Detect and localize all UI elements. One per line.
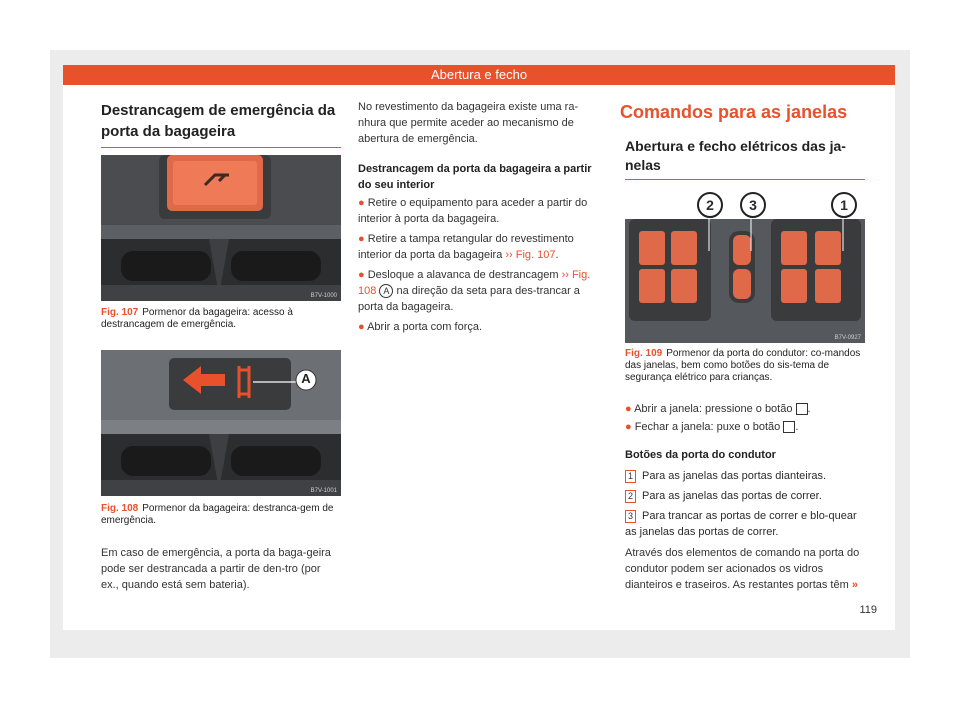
right-subheading: Botões da porta do condutor (625, 449, 776, 461)
figure-108-image: A B7V-1001 (101, 350, 341, 496)
item-number: 1 (625, 469, 636, 483)
right-bullet-1: ● Abrir a janela: pressione o botão . (625, 401, 865, 417)
left-heading: Destrancagem de emergência da porta da b… (101, 102, 336, 140)
bullet-after: . (807, 403, 811, 415)
item-text: Para trancar as portas de correr e blo-q… (625, 510, 857, 538)
figure-107-label: Fig. 107 (101, 307, 139, 318)
figure-109-text: Pormenor da porta do condutor: co-mandos… (625, 348, 861, 383)
callout-1: 1 (831, 192, 857, 218)
middle-bullet-1: ● Retire o equipamento para aceder a par… (358, 195, 600, 227)
item-text: Para as janelas das portas dianteiras. (642, 470, 827, 482)
middle-bullet-3: ● Desloque a alavanca de destrancagem ››… (358, 267, 600, 315)
bullet-text: Desloque a alavanca de destrancagem (367, 269, 559, 281)
bullet-text: Abrir a porta com força. (367, 321, 483, 333)
figure-109-code: B7V-0927 (834, 335, 861, 341)
middle-bullet-4: ● Abrir a porta com força. (358, 319, 600, 335)
middle-bullet-2: ● Retire a tampa retangular do revestime… (358, 231, 600, 263)
window-close-icon (783, 421, 796, 434)
fig-107-link[interactable]: ›› Fig. 107 (505, 249, 556, 261)
right-subtitle: Abertura e fecho elétricos das ja-nelas (625, 138, 846, 173)
bullet-dot: ● (358, 197, 368, 209)
figure-108-marker: A (301, 371, 311, 386)
right-paragraph-text: Através dos elementos de comando na port… (625, 547, 860, 591)
figure-107-image: B7V-1000 (101, 155, 341, 301)
list-item-1: 1 Para as janelas das portas dianteiras. (625, 468, 865, 484)
figure-107-code: B7V-1000 (310, 293, 337, 299)
middle-intro: No revestimento da bagageira existe uma … (358, 101, 579, 145)
figure-108-text: Pormenor da bagageira: destranca-gem de … (101, 503, 334, 526)
figure-108-code: B7V-1001 (310, 488, 337, 494)
bullet-after: . (555, 249, 559, 261)
bullet-dot: ● (625, 421, 635, 433)
right-subtitle-rule (625, 179, 865, 180)
bullet-dot: ● (625, 403, 635, 415)
figure-109-label: Fig. 109 (625, 348, 663, 359)
middle-subheading: Destrancagem da porta da bagageira a par… (358, 163, 592, 191)
callout-2: 2 (697, 192, 723, 218)
right-title: Comandos para as janelas (620, 102, 848, 122)
right-bullet-2: ● Fechar a janela: puxe o botão . (625, 419, 865, 435)
left-heading-rule (101, 147, 341, 148)
callout-3: 3 (740, 192, 766, 218)
bullet-dot: ● (358, 321, 368, 333)
marker-a: A (379, 284, 394, 298)
item-number: 3 (625, 509, 636, 523)
continue-marker: » (851, 579, 858, 591)
figure-107-text: Pormenor da bagageira: acesso à destranc… (101, 307, 293, 330)
bullet-text: Abrir a janela: pressione o botão (634, 403, 793, 415)
manual-page: Abertura e fecho Destrancagem de emergên… (63, 65, 895, 630)
window-open-icon (795, 403, 808, 416)
section-header: Abertura e fecho (63, 65, 895, 85)
bullet-text: Fechar a janela: puxe o botão (634, 421, 781, 433)
bullet-dot: ● (358, 233, 368, 245)
bullet-text: Retire o equipamento para aceder a parti… (358, 197, 588, 225)
bullet-after: na direção da seta para des-trancar a po… (358, 285, 580, 313)
item-number: 2 (625, 489, 636, 503)
left-paragraph: Em caso de emergência, a porta da baga-g… (101, 547, 331, 591)
fig-108-link[interactable]: ›› Fig. 108 (358, 269, 591, 297)
figure-109-image: 2 3 1 B7V-0927 (625, 189, 865, 343)
page-number: 119 (859, 604, 877, 616)
list-item-2: 2 Para as janelas das portas de correr. (625, 488, 865, 504)
bullet-dot: ● (358, 269, 368, 281)
bullet-text: Retire a tampa retangular do revestiment… (358, 233, 574, 261)
bullet-after: . (795, 421, 799, 433)
figure-108-label: Fig. 108 (101, 503, 139, 514)
right-paragraph: Através dos elementos de comando na port… (625, 545, 873, 593)
page-frame: Abertura e fecho Destrancagem de emergên… (50, 50, 910, 658)
item-text: Para as janelas das portas de correr. (642, 490, 822, 502)
